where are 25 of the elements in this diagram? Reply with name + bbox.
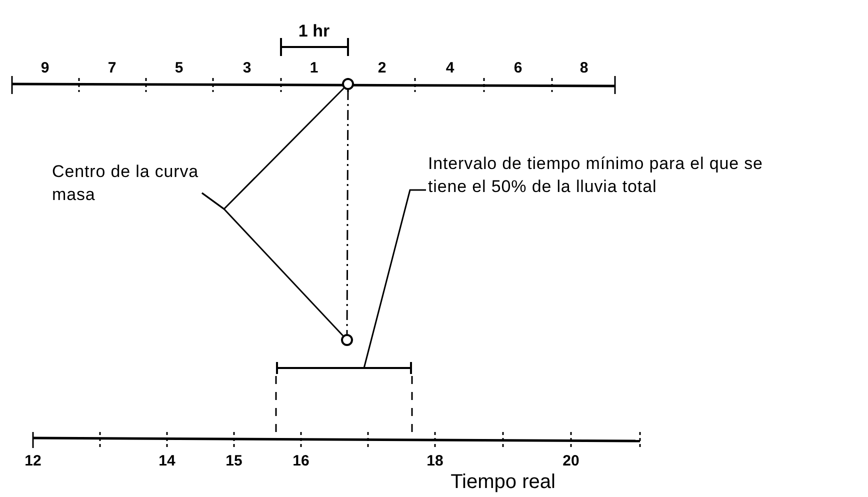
tick-label: 2 [378,60,386,76]
tick-label: 9 [40,60,50,76]
callout-text: Centro de la curva masa [52,161,200,206]
tick-label: 6 [514,60,522,76]
dimension-label: 1 hr [298,22,330,40]
tick-label: 18 [426,454,444,468]
leader-line [363,189,426,368]
centroid-marker [342,78,354,90]
tick-label: 16 [292,454,310,468]
interval-bracket [276,362,412,374]
tick-label: 15 [226,454,242,468]
leader-line [202,192,344,336]
tick-label: 8 [580,60,588,76]
tick-label: 4 [446,60,454,76]
axis-title: Tiempo real [450,472,556,492]
tick-label: 5 [174,60,184,76]
centroid-marker [341,334,353,346]
tick-label: 3 [242,60,252,76]
callout-text: Intervalo de tiempo mínimo para el que se tiene el 50% de la lluvia total [428,153,764,198]
tick-label: 20 [562,454,580,468]
tick-label: 1 [310,60,318,76]
tick-label: 14 [158,454,176,468]
center-line [346,90,349,334]
tick-label: 7 [108,60,116,76]
tick-label: 12 [24,454,42,468]
